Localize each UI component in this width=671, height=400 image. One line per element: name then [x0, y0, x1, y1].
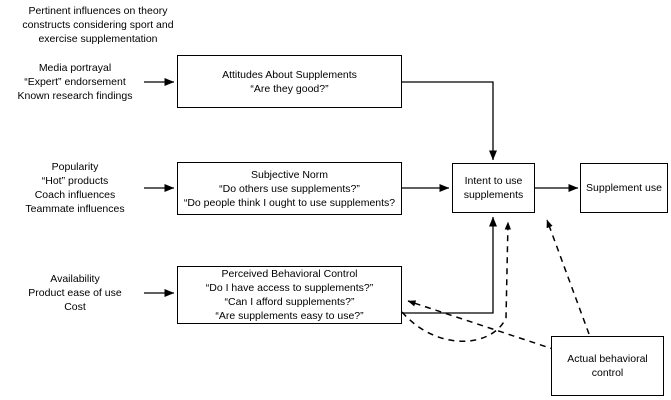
node-line: “Do people think I ought to use suppleme… [183, 196, 396, 209]
antecedent-line: Coach influences [34, 189, 116, 201]
node-intent-to-use-supplements[interactable]: Intent to use supplements [452, 163, 535, 213]
node-line: “Are they good?” [250, 82, 329, 95]
edge-attitudes-to-intent [402, 81, 498, 161]
caption-line: exercise supplementation [38, 33, 158, 45]
pbc-antecedents-label: Availability Product ease of use Cost [0, 272, 150, 314]
node-line: control [591, 367, 624, 379]
antecedent-line: Teammate influences [25, 203, 125, 215]
node-line: “Can I afford supplements?” [224, 296, 355, 308]
caption-line: constructs considering sport and [22, 19, 174, 31]
edge-pbc-to-intent [402, 216, 498, 314]
node-line: “Are supplements easy to use?” [215, 310, 364, 322]
antecedent-line: Popularity [51, 161, 99, 173]
node-line: Actual behavioral [567, 353, 648, 365]
antecedent-line: “Hot” products [41, 175, 109, 187]
node-supplement-use[interactable]: Supplement use [580, 163, 668, 213]
antecedent-line: Product ease of use [28, 287, 122, 299]
node-line: Subjective Norm [250, 168, 329, 181]
node-line: Intent to use [464, 175, 523, 187]
edge-actual-control-to-supplement-use [546, 219, 590, 335]
node-line: supplements [463, 189, 524, 201]
node-attitudes[interactable]: Attitudes About Supplements “Are they go… [177, 55, 402, 108]
node-actual-behavioral-control[interactable]: Actual behavioral control [551, 336, 664, 396]
node-perceived-behavioral-control[interactable]: Perceived Behavioral Control “Do I have … [177, 266, 402, 324]
node-line: “Do others use supplements?” [219, 182, 360, 195]
node-line: Supplement use [586, 182, 662, 194]
antecedent-line: Cost [64, 301, 86, 313]
node-line: “Do I have access to supplements?” [205, 282, 374, 294]
node-subjective-norm[interactable]: Subjective Norm “Do others use supplemen… [177, 162, 402, 215]
antecedent-line: Media portrayal [38, 62, 112, 74]
node-line: Attitudes About Supplements [222, 68, 357, 81]
antecedent-line: Availability [50, 273, 100, 285]
figure-caption: Pertinent influences on theory construct… [0, 4, 196, 46]
antecedent-line: Known research findings [17, 90, 133, 102]
antecedent-line: “Expert” endorsement [24, 76, 126, 88]
edge-actual-control-to-pbc [407, 300, 557, 351]
attitude-antecedents-label: Media portrayal “Expert” endorsement Kno… [0, 61, 150, 103]
edge-actual-control-to-intent [401, 221, 512, 342]
node-line: Perceived Behavioral Control [221, 268, 358, 280]
norm-antecedents-label: Popularity “Hot” products Coach influenc… [0, 160, 150, 216]
caption-line: Pertinent influences on theory [28, 5, 168, 17]
